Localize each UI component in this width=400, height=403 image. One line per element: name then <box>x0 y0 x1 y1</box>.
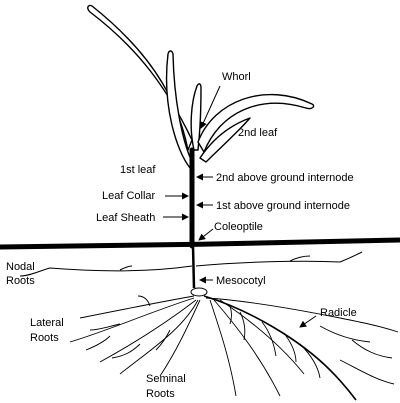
lateral-roots-label-line2: Roots <box>30 332 59 344</box>
soil-line <box>0 237 400 250</box>
stem-below-ground <box>191 245 196 289</box>
nodal-roots-label-line1: Nodal <box>6 261 35 273</box>
second-leaf-label: 2nd leaf <box>238 127 278 139</box>
first-leaf-label: 1st leaf <box>120 164 156 176</box>
lateral-roots-label-line1: Lateral <box>30 317 64 329</box>
coleoptile-arrow <box>198 228 214 241</box>
first-internode-label: 1st above ground internode <box>216 200 350 212</box>
seminal-roots-label-line2: Roots <box>146 388 175 400</box>
nodal-roots-label-line2: Roots <box>6 275 35 287</box>
whorl-label: Whorl <box>222 71 251 83</box>
second-leaf-blade <box>197 93 315 153</box>
first-leaf-blade <box>165 50 193 169</box>
nodal-roots <box>19 251 363 277</box>
leaf-sheath-label: Leaf Sheath <box>96 212 155 224</box>
radicle-label: Radicle <box>320 307 357 319</box>
whorl-leaf <box>190 83 202 151</box>
leaf-collar-label: Leaf Collar <box>102 190 156 202</box>
lateral-roots <box>69 295 201 377</box>
coleoptile-label: Coleoptile <box>214 221 263 233</box>
whorl-arrow <box>200 85 221 129</box>
lower-right-leaf <box>199 117 251 163</box>
second-internode-label: 2nd above ground internode <box>216 172 354 184</box>
seed <box>190 287 208 297</box>
radicle-arrow <box>299 315 317 328</box>
seminal-roots-label-line1: Seminal <box>146 373 186 385</box>
mesocotyl-label: Mesocotyl <box>216 275 266 287</box>
radicle-roots <box>203 295 399 401</box>
